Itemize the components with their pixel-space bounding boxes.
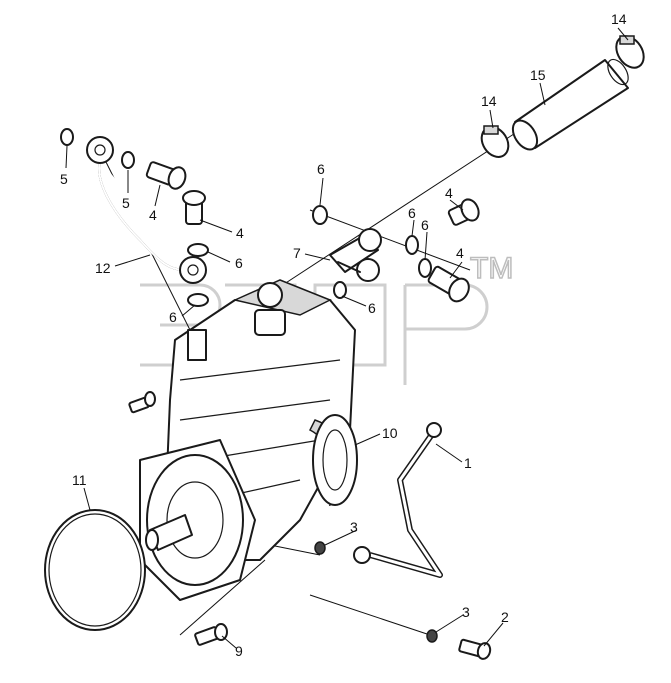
washer-part-6-f [333,281,347,299]
callout-12: 12 [95,260,111,276]
callout-2: 2 [501,609,509,625]
hose-clamp-part-14-upper [615,35,645,69]
callout-11: 11 [72,472,87,488]
callout-10: 10 [382,425,398,441]
callout-6-d: 6 [169,309,177,325]
callout-4-c: 4 [445,185,453,201]
callout-6-e: 6 [368,300,376,316]
bolt-part-4-a [145,161,187,190]
pipe-part-12 [86,136,207,284]
callout-6-f: 6 [421,217,429,233]
callout-4-d: 4 [456,245,464,261]
bolt-part-4-c [447,198,480,226]
callout-6-b: 6 [235,255,243,271]
callout-15: 15 [530,67,546,83]
end-cover-part-10 [312,414,358,506]
washer-part-3-a [314,541,326,555]
callout-5-b: 5 [122,195,130,211]
callout-labels: 14 15 14 5 5 4 6 4 6 6 4 4 12 6 7 6 6 10… [60,11,627,659]
washer-part-6-d [405,235,419,255]
washer-part-6-c [312,205,328,225]
o-ring-part-11 [44,509,146,631]
callout-7: 7 [293,245,301,261]
callout-leader-lines [65,27,629,649]
washer-part-6-e [418,258,432,278]
washer-part-6-a [187,243,209,257]
front-flange [139,439,256,601]
washer-part-6-b [187,293,209,307]
callout-4-a: 4 [149,207,157,223]
washer-part-5-b [121,151,135,169]
pipe-part-1 [353,422,443,578]
callout-14-upper: 14 [611,11,627,27]
watermark-tm: TM [470,252,513,285]
callout-14-lower: 14 [481,93,497,109]
callout-9: 9 [235,643,243,659]
callout-3-a: 3 [350,519,358,535]
bolt-part-4-d [427,265,470,303]
washer-part-3-b [426,629,438,643]
pipe-elbow-part-7 [329,228,382,282]
bolt-part-4-b [182,190,206,225]
callout-5-a: 5 [60,171,68,187]
bolt-small-body [128,391,156,414]
hose-part-15 [511,58,629,151]
hose-clamp-part-14-lower [480,125,510,158]
callout-3-b: 3 [462,604,470,620]
callout-4-b: 4 [236,225,244,241]
callout-6-a: 6 [317,161,325,177]
washer-part-5-a [60,128,74,146]
callout-1: 1 [464,455,472,471]
bolt-part-9 [194,623,228,646]
callout-6-c: 6 [408,205,416,221]
bolt-part-2 [458,638,492,660]
